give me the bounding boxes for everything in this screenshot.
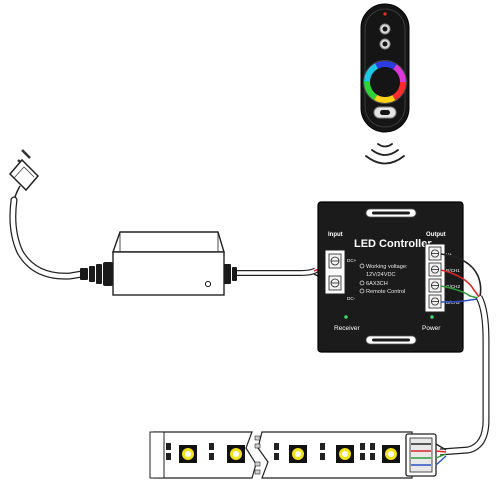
rf-remote-control (360, 3, 410, 133)
output-pin-g-ch2: G/CH2 (446, 284, 460, 289)
power-adapter (112, 231, 225, 296)
ac-plug-icon (8, 149, 40, 205)
output-terminal-block (424, 243, 446, 313)
remote-color-touch-ring[interactable] (363, 60, 407, 104)
led-chip-icon (179, 445, 197, 463)
output-label: Output (426, 232, 446, 238)
resistor-icon (166, 443, 375, 460)
ac-power-cord (9, 196, 86, 280)
connector-wires (435, 443, 447, 466)
led-chip-icon (336, 445, 354, 463)
controller-title: LED Controller (354, 238, 432, 250)
input-terminal-block (324, 249, 346, 295)
spec-current: 6AX3CH (366, 281, 388, 287)
led-controller-box: Input Output LED Controller DC+ DC- Work… (317, 201, 464, 353)
input-pin-dc-plus: DC+ (347, 258, 357, 263)
output-wires (440, 253, 482, 303)
remote-indicator-led-icon (383, 12, 387, 16)
led-chip-icon (382, 445, 400, 463)
wireless-signal-icon (365, 143, 405, 165)
solder-pads-icon (254, 435, 261, 475)
spec-working-voltage-label: Working voltage: (366, 264, 408, 270)
adapter-strain-relief-ac (80, 262, 113, 286)
input-pin-dc-minus: DC- (347, 296, 356, 301)
spec-remote-control: Remote Control (366, 289, 405, 295)
input-label: Input (328, 232, 343, 238)
led-strip-connector (405, 433, 437, 477)
led-chip-icon (227, 445, 245, 463)
led-strip (149, 431, 447, 479)
adapter-strain-relief-dc (224, 264, 237, 284)
receiver-label: Receiver (334, 325, 360, 332)
spec-voltage-value: 12V/24VDC (366, 272, 396, 278)
output-pin-v-plus: V+ (446, 252, 452, 257)
receiver-indicator-icon (344, 315, 348, 319)
led-chip-icon (289, 445, 307, 463)
power-indicator-icon (430, 315, 434, 319)
power-label: Power (422, 325, 441, 332)
output-pin-r-ch1: R/CH1 (446, 268, 460, 273)
spec-bullet-icons (359, 263, 365, 294)
